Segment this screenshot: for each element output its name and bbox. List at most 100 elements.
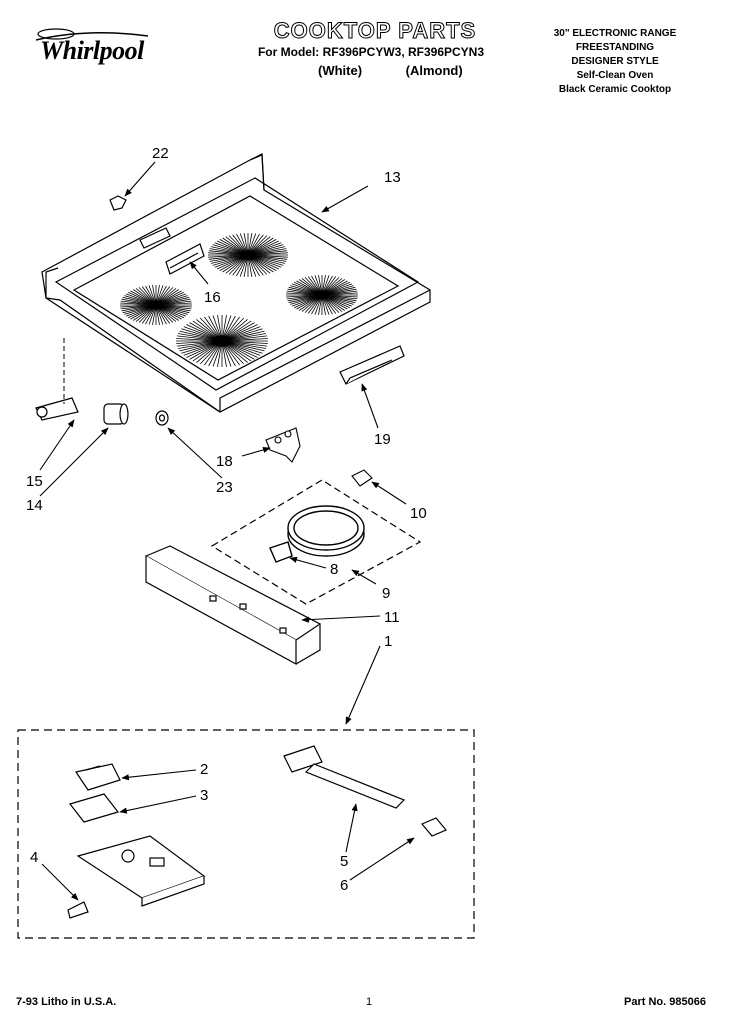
callout-15: 15	[26, 473, 43, 490]
burner-ray	[328, 295, 358, 300]
burner-ray	[200, 344, 219, 365]
burner-ray	[156, 308, 160, 325]
burner-ray	[212, 256, 242, 266]
burner-ray	[222, 257, 244, 273]
burner-ray	[228, 326, 261, 339]
burner-ray	[208, 255, 241, 258]
burner-ray	[122, 306, 151, 314]
burner-ray	[324, 297, 340, 313]
burner-ray	[212, 315, 221, 337]
callout-13: 13	[384, 169, 401, 186]
burner-ray	[248, 233, 253, 252]
page-number: 1	[366, 996, 373, 1008]
burner-ray	[226, 344, 248, 363]
burner-ray	[236, 258, 247, 277]
burner-ray	[327, 296, 353, 307]
burner-ray	[296, 297, 318, 310]
burner-ray	[177, 342, 215, 349]
callout-4: 4	[30, 849, 38, 866]
burner-ray	[327, 296, 356, 304]
burner-ray	[181, 328, 215, 340]
burner-ray	[161, 306, 187, 317]
color-white-label: (White)	[318, 63, 363, 78]
page-title: COOKTOP PARTS	[273, 18, 477, 44]
burner-ray	[160, 291, 184, 304]
burner-ray	[176, 335, 214, 341]
burner-ray	[249, 233, 260, 252]
burner-ray	[120, 300, 150, 305]
burner-ray	[254, 244, 284, 254]
burner-ray	[327, 296, 354, 305]
burner-ray	[122, 296, 151, 304]
callout-11: 11	[384, 609, 400, 626]
burner-ray	[159, 307, 177, 322]
burner-ray	[251, 258, 268, 275]
part-10-clip	[351, 469, 373, 487]
burner-ray	[298, 279, 319, 293]
burner-ray	[219, 239, 244, 253]
burner-ray	[159, 307, 180, 321]
burner-ray	[208, 315, 220, 337]
burner-ray	[307, 276, 320, 292]
burner-ray	[223, 315, 232, 337]
callout-labels: 22 13 16 19 15 14 18 23 10 8 9 11 1 2 3 …	[26, 145, 427, 894]
burner-ray	[214, 256, 243, 268]
burner-ray	[135, 288, 153, 303]
burner-ray	[328, 295, 358, 298]
burner-ray	[124, 295, 151, 304]
burner-ray	[160, 307, 182, 320]
burner-ray	[311, 298, 321, 315]
spec-block: 30" ELECTRONIC RANGE FREESTANDING DESIGN…	[520, 27, 710, 97]
burner-ray	[229, 342, 267, 349]
burner-ray	[225, 236, 245, 253]
burner-ray	[162, 300, 192, 305]
part-9-element-group	[210, 479, 422, 605]
burner-ray	[255, 255, 288, 260]
burner-ray	[255, 250, 288, 255]
burner-ray	[161, 295, 188, 304]
part-4-control-board	[67, 835, 206, 919]
model-line: For Model: RF396PCYW3, RF396PCYN3	[257, 45, 485, 59]
burner-ray	[304, 297, 320, 313]
burner-ray	[322, 275, 330, 292]
burner-ray	[229, 330, 265, 340]
burner-ray	[307, 298, 320, 314]
burner-ray	[322, 298, 326, 315]
burner-ray	[229, 333, 267, 340]
burner-ray	[186, 324, 216, 339]
burner-ray	[239, 258, 247, 277]
burner-ray	[148, 308, 156, 325]
burner-ray	[145, 285, 155, 302]
burner-ray	[318, 298, 322, 315]
burner-ray	[227, 343, 255, 360]
burner-ray	[304, 277, 320, 293]
burner-ray	[252, 257, 277, 271]
burner-ray	[287, 295, 316, 302]
burner-front-left	[176, 315, 268, 367]
burner-ray	[120, 302, 150, 305]
burner-ray	[162, 298, 191, 305]
burner-ray	[327, 286, 356, 294]
burner-ray	[160, 306, 184, 319]
burner-ray	[229, 328, 263, 340]
callout-22: 22	[152, 145, 169, 162]
radiant-burners	[120, 233, 358, 367]
burner-ray	[158, 286, 171, 302]
part-11-support-bracket	[144, 545, 322, 666]
burner-ray	[227, 344, 252, 362]
callout-arrows	[39, 161, 415, 901]
burner-ray	[159, 289, 180, 303]
burner-ray	[326, 280, 348, 293]
burner-ray	[224, 345, 240, 366]
burner-ray	[229, 342, 265, 352]
burner-center	[148, 300, 164, 310]
burner-ray	[291, 296, 317, 307]
burner-ray	[232, 234, 246, 252]
burner-ray	[210, 256, 242, 264]
part-5-heater-strip	[283, 745, 406, 809]
burner-ray	[314, 298, 322, 315]
burner-ray	[204, 316, 220, 337]
burner-ray	[222, 237, 244, 253]
burner-rear-right	[208, 233, 288, 277]
burner-ray	[253, 257, 280, 270]
